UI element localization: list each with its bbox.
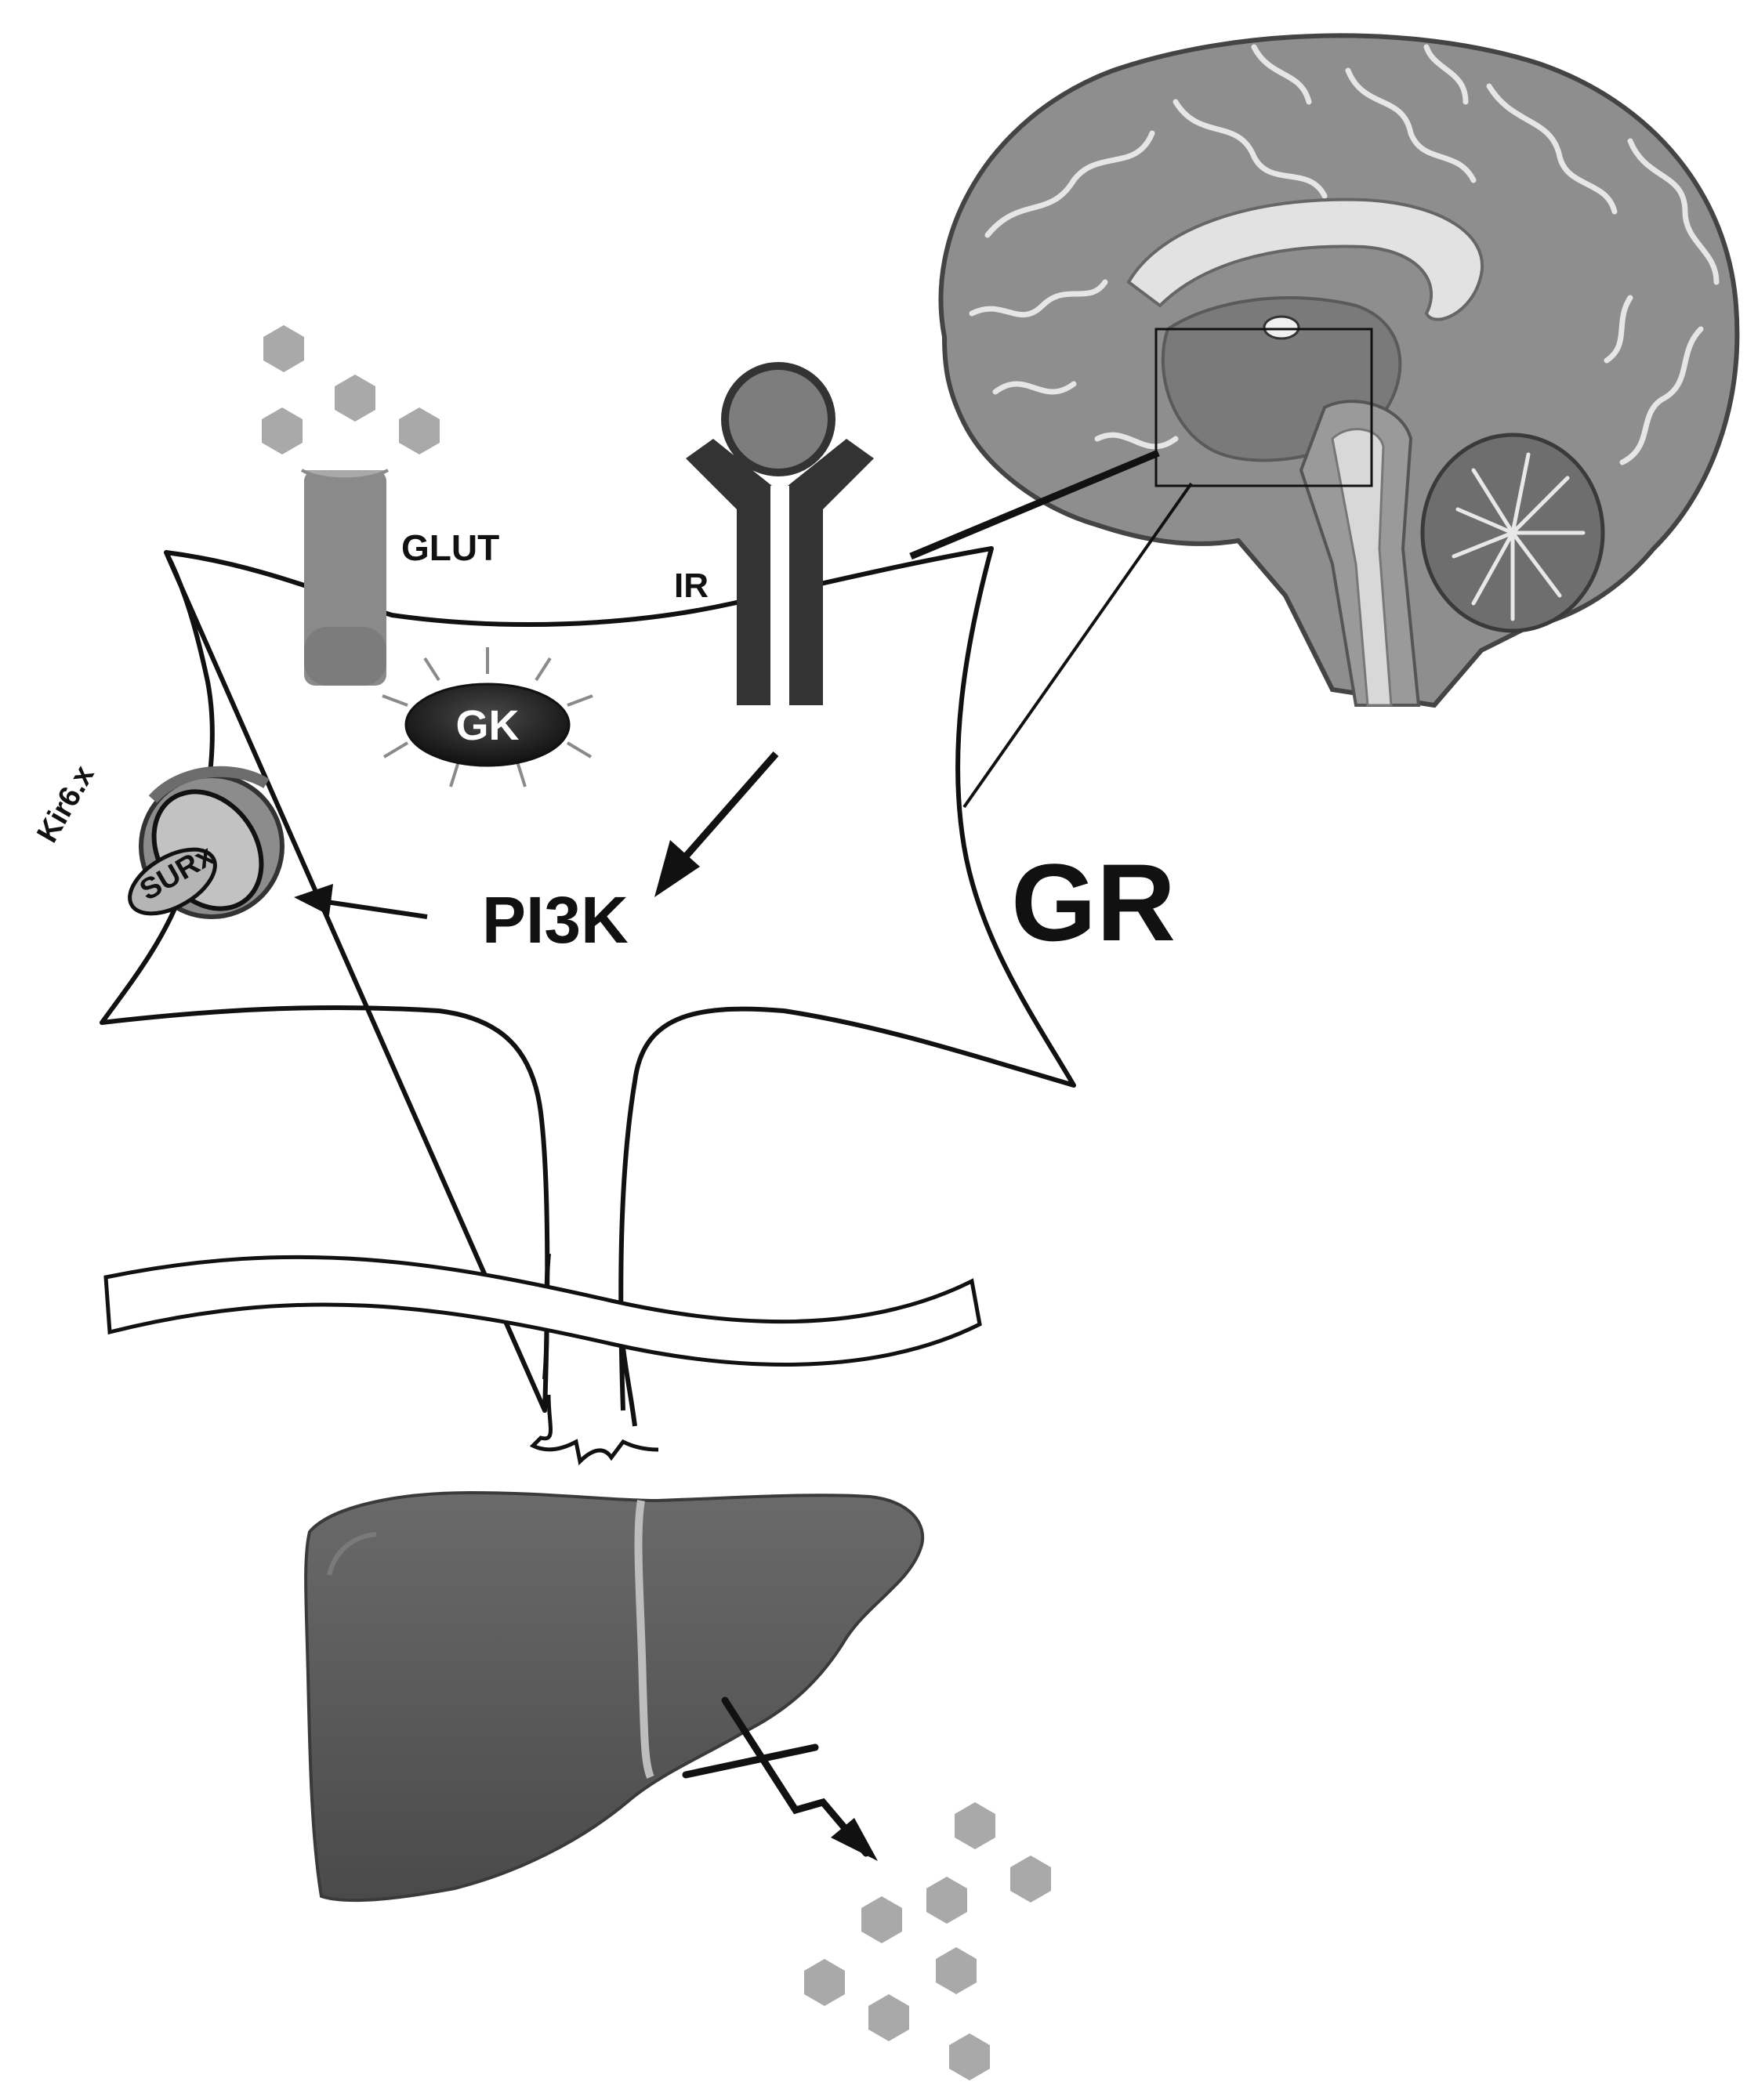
arrow-ir-to-pi3k xyxy=(654,751,779,897)
gr-label: GR xyxy=(1011,841,1176,964)
glut-transporter-icon xyxy=(300,469,390,686)
glucokinase-icon xyxy=(382,647,593,788)
glucose-hexagon-icon xyxy=(263,325,304,372)
glucose-hexagon-icon xyxy=(1010,1856,1051,1903)
ir-label: IR xyxy=(674,567,709,605)
connector-line-thin xyxy=(962,482,1193,809)
glucose-hexagon-icon xyxy=(949,2033,990,2080)
insulin-receptor-icon xyxy=(686,362,874,705)
glucose-hexagon-icon xyxy=(262,407,303,454)
glucose-cluster-top xyxy=(262,325,440,454)
glucose-hexagon-icon xyxy=(868,1994,909,2041)
glucose-hexagon-icon xyxy=(955,1802,995,1849)
pi3k-label: PI3K xyxy=(482,883,629,957)
liver-icon xyxy=(304,1490,925,1903)
neuron-cell-outline xyxy=(100,546,1076,1413)
hypothalamus-box xyxy=(1154,328,1373,487)
arrow-pi3k-to-channel xyxy=(294,884,428,919)
axon-break-band xyxy=(103,1255,982,1367)
katp-channel-icon xyxy=(128,766,285,919)
glucose-cluster-bottom xyxy=(804,1802,1051,2080)
glucose-hexagon-icon xyxy=(936,1947,977,1994)
glucose-hexagon-icon xyxy=(399,407,440,454)
connector-line-thick xyxy=(909,449,1160,560)
glucose-hexagon-icon xyxy=(861,1896,902,1943)
inhibited-arrow-icon xyxy=(682,1696,878,1861)
brain-icon xyxy=(938,33,1740,708)
glucose-hexagon-icon xyxy=(335,375,375,422)
kir-label: Kir6.x xyxy=(31,760,100,848)
axon-terminal xyxy=(529,1394,659,1466)
glucose-hexagon-icon xyxy=(926,1877,967,1924)
glucose-hexagon-icon xyxy=(804,1959,845,2006)
gk-label: GK xyxy=(456,702,520,749)
glut-label: GLUT xyxy=(401,527,499,568)
